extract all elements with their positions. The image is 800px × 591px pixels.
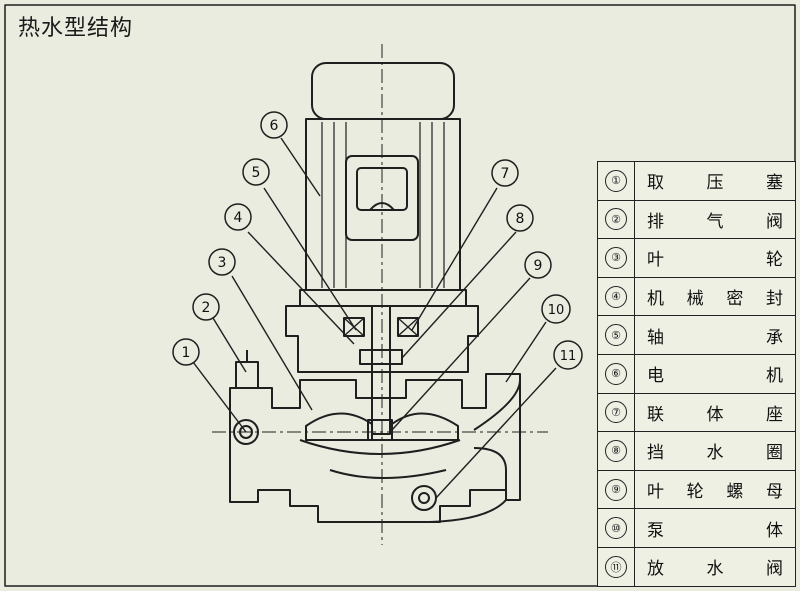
callout-7 [491, 159, 519, 187]
callout-8 [506, 204, 534, 232]
bearing-left [343, 317, 365, 337]
legend-number: ④ [605, 285, 627, 308]
callout-3 [208, 248, 236, 276]
callout-label: 7 [501, 166, 510, 182]
legend-number: ⑥ [605, 362, 627, 385]
callout-label: 2 [202, 300, 211, 316]
volute-lower [329, 469, 447, 479]
impeller-right [391, 412, 459, 441]
legend-row: ③ 叶轮 [598, 239, 795, 278]
callout-label: 6 [270, 118, 279, 134]
callout-label: 11 [560, 349, 577, 364]
callout-4 [224, 203, 252, 231]
legend-part-name: 叶轮 [647, 250, 783, 271]
motor-fins [321, 122, 445, 288]
legend-number: ⑨ [605, 478, 627, 501]
legend-part-name: 轴承 [647, 327, 783, 348]
legend-row: ① 取压塞 [598, 162, 795, 201]
legend-row: ⑥ 电机 [598, 354, 795, 394]
legend-number: ⑧ [605, 439, 627, 462]
legend-number: ⑦ [605, 401, 627, 424]
drain-pipe [429, 499, 507, 523]
legend-row: ⑦ 联体座 [598, 393, 795, 433]
leader-lines [192, 137, 557, 499]
vent-valve [235, 361, 259, 389]
legend-number: ⑩ [605, 517, 627, 540]
callout-6 [260, 111, 288, 139]
legend-part-name: 机械密封 [647, 289, 783, 310]
legend-part-name: 放水阀 [647, 559, 783, 580]
motor-flange [299, 289, 467, 307]
callout-2 [192, 293, 220, 321]
legend-part-name: 泵体 [647, 520, 783, 541]
legend-row: ⑩ 泵体 [598, 509, 795, 548]
callout-label: 5 [252, 165, 261, 181]
motor-top-cap [311, 62, 455, 120]
callout-11 [553, 340, 583, 370]
legend-row: ② 排气阀 [598, 200, 795, 240]
callout-label: 9 [534, 258, 543, 274]
legend-number: ③ [605, 246, 627, 269]
legend-part-name: 取压塞 [647, 173, 783, 194]
legend-part-name: 挡水圈 [647, 443, 783, 464]
callout-label: 10 [548, 303, 565, 318]
shaft [371, 305, 391, 435]
legend-row: ⑧ 挡水圈 [598, 432, 795, 471]
drain-valve [411, 485, 437, 511]
legend-part-name: 电机 [647, 366, 783, 387]
legend-row: ④ 机械密封 [598, 277, 795, 317]
coupling-seat [285, 305, 479, 373]
figure-title: 热水型结构 [18, 16, 134, 41]
legend-row: ⑪ 放水阀 [598, 547, 795, 586]
pump-casing [229, 373, 521, 523]
water-ring [359, 349, 403, 365]
callout-label: 3 [218, 255, 227, 271]
callout-5 [242, 158, 270, 186]
impeller-left [305, 412, 373, 441]
parts-legend-table: ① 取压塞 ② 排气阀 ③ 叶轮 ④ 机械密封 ⑤ 轴承 ⑥ 电机 ⑦ 联体座 … [597, 161, 796, 587]
bearing-right [397, 317, 419, 337]
legend-row: ⑤ 轴承 [598, 316, 795, 355]
legend-number: ⑤ [605, 324, 627, 347]
callout-label: 8 [516, 211, 525, 227]
outlet-inner [473, 447, 507, 500]
motor-body [305, 118, 461, 291]
legend-number: ② [605, 208, 627, 231]
callout-9 [524, 251, 552, 279]
legend-part-name: 叶轮螺母 [647, 482, 783, 503]
legend-row: ⑨ 叶轮螺母 [598, 470, 795, 510]
legend-part-name: 排气阀 [647, 211, 783, 232]
legend-number: ⑪ [605, 555, 627, 578]
terminal-cover [356, 167, 408, 211]
callout-10 [541, 294, 571, 324]
callout-1 [172, 338, 200, 366]
volute-curve [299, 439, 461, 455]
outlet-upper [473, 379, 521, 431]
legend-part-name: 联体座 [647, 404, 783, 425]
callout-label: 4 [234, 210, 243, 226]
legend-number: ① [605, 169, 627, 192]
callout-label: 1 [182, 345, 191, 361]
